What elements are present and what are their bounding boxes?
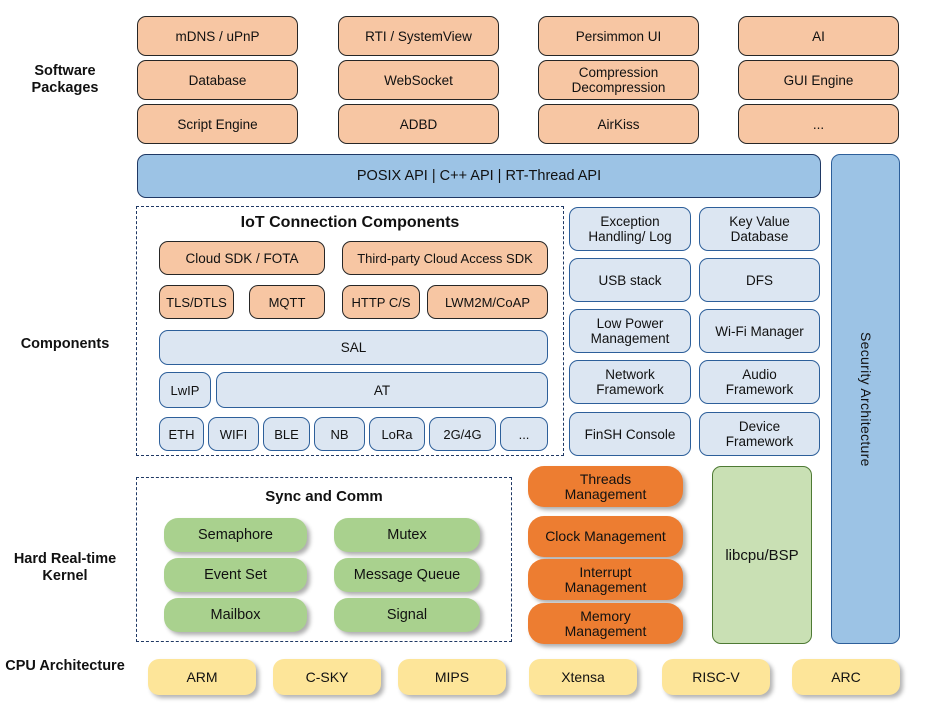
iot-connection-title: IoT Connection Components	[240, 214, 460, 231]
kernel-sync-box[interactable]: Message Queue	[334, 558, 480, 592]
kernel-sync-box[interactable]: Semaphore	[164, 518, 307, 552]
kernel-management-box[interactable]: Clock Management	[528, 516, 683, 557]
package-box[interactable]: Script Engine	[137, 104, 298, 144]
iot-bearer-box[interactable]: ...	[500, 417, 548, 451]
cpu-arch-box[interactable]: ARM	[148, 659, 256, 695]
api-bar: POSIX API | C++ API | RT-Thread API	[137, 154, 821, 198]
component-box[interactable]: Exception Handling/ Log	[569, 207, 691, 251]
cpu-arch-box[interactable]: C-SKY	[273, 659, 381, 695]
component-box[interactable]: Low Power Management	[569, 309, 691, 353]
iot-bearer-box[interactable]: BLE	[263, 417, 310, 451]
component-box[interactable]: Key Value Database	[699, 207, 820, 251]
iot-box[interactable]: LWM2M/CoAP	[427, 285, 548, 319]
component-box[interactable]: USB stack	[569, 258, 691, 302]
iot-bearer-box[interactable]: LoRa	[369, 417, 425, 451]
row-label-cpu: CPU Architecture	[5, 658, 125, 674]
component-box[interactable]: FinSH Console	[569, 412, 691, 456]
component-box[interactable]: Network Framework	[569, 360, 691, 404]
package-box[interactable]: AirKiss	[538, 104, 699, 144]
iot-bearer-box[interactable]: ETH	[159, 417, 204, 451]
package-box[interactable]: RTI / SystemView	[338, 16, 499, 56]
kernel-sync-box[interactable]: Mutex	[334, 518, 480, 552]
row-label-software-packages: Software Packages	[31, 63, 99, 96]
kernel-sync-box[interactable]: Signal	[334, 598, 480, 632]
iot-box[interactable]: Cloud SDK / FOTA	[159, 241, 325, 275]
iot-bearer-box[interactable]: WIFI	[208, 417, 259, 451]
iot-box[interactable]: HTTP C/S	[342, 285, 420, 319]
security-architecture-bar: Security Architecture	[831, 154, 900, 644]
iot-bearer-box[interactable]: NB	[314, 417, 365, 451]
package-box[interactable]: GUI Engine	[738, 60, 899, 100]
package-box[interactable]: ADBD	[338, 104, 499, 144]
security-architecture-label: Security Architecture	[858, 331, 874, 467]
kernel-sync-box[interactable]: Mailbox	[164, 598, 307, 632]
cpu-arch-box[interactable]: ARC	[792, 659, 900, 695]
component-box[interactable]: Device Framework	[699, 412, 820, 456]
package-box[interactable]: Database	[137, 60, 298, 100]
iot-connection-container	[136, 206, 564, 456]
package-box[interactable]: Compression Decompression	[538, 60, 699, 100]
iot-box[interactable]: TLS/DTLS	[159, 285, 234, 319]
package-box[interactable]: mDNS / uPnP	[137, 16, 298, 56]
cpu-arch-box[interactable]: MIPS	[398, 659, 506, 695]
component-box[interactable]: Audio Framework	[699, 360, 820, 404]
component-box[interactable]: DFS	[699, 258, 820, 302]
kernel-management-box[interactable]: Memory Management	[528, 603, 683, 644]
kernel-management-box[interactable]: Interrupt Management	[528, 559, 683, 600]
package-box[interactable]: WebSocket	[338, 60, 499, 100]
package-box[interactable]: ...	[738, 104, 899, 144]
iot-box[interactable]: AT	[216, 372, 548, 408]
sync-comm-container	[136, 477, 512, 642]
package-box[interactable]: Persimmon UI	[538, 16, 699, 56]
iot-box[interactable]: Third-party Cloud Access SDK	[342, 241, 548, 275]
kernel-management-box[interactable]: Threads Management	[528, 466, 683, 507]
kernel-sync-box[interactable]: Event Set	[164, 558, 307, 592]
iot-box[interactable]: LwIP	[159, 372, 211, 408]
libcpu-bsp-box[interactable]: libcpu/BSP	[712, 466, 812, 644]
package-box[interactable]: AI	[738, 16, 899, 56]
cpu-arch-box[interactable]: RISC-V	[662, 659, 770, 695]
cpu-arch-box[interactable]: Xtensa	[529, 659, 637, 695]
iot-bearer-box[interactable]: 2G/4G	[429, 417, 496, 451]
row-label-kernel: Hard Real-time Kernel	[13, 551, 117, 584]
iot-sal-box[interactable]: SAL	[159, 330, 548, 365]
iot-box[interactable]: MQTT	[249, 285, 325, 319]
component-box[interactable]: Wi-Fi Manager	[699, 309, 820, 353]
row-label-components: Components	[20, 336, 110, 352]
sync-comm-title: Sync and Comm	[265, 488, 383, 505]
